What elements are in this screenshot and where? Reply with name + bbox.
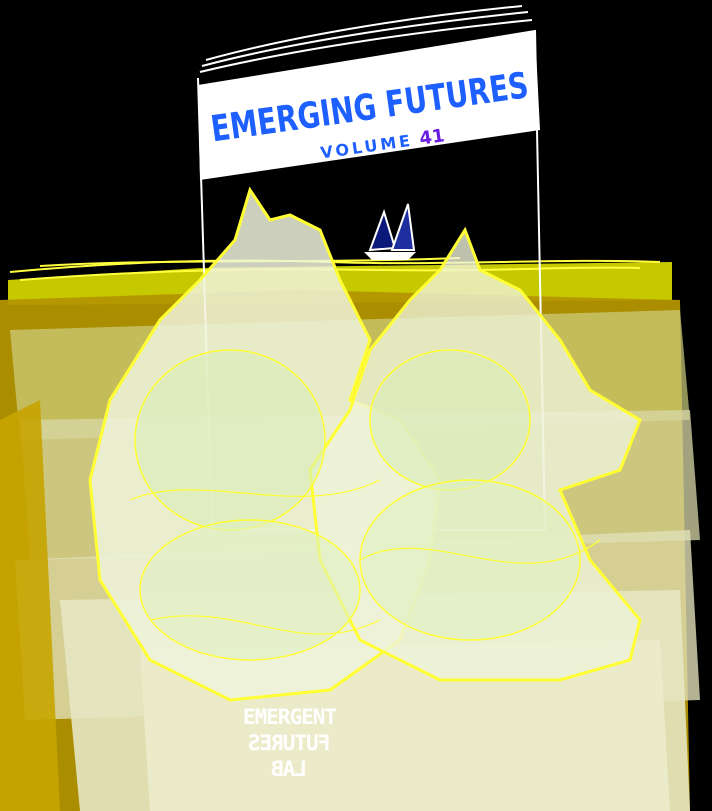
logo-line-1: EMERGENT (242, 705, 337, 729)
logo-line-3: LAB (272, 757, 307, 781)
icebergs (88, 186, 642, 702)
sailboat (364, 203, 416, 260)
cover-volume-number: 41 (418, 125, 446, 149)
logo-line-2: FUTURES (248, 731, 331, 755)
cover-title-band (198, 30, 540, 180)
emergent-futures-lab-logo: EMERGENT FUTURES LAB (232, 704, 347, 782)
